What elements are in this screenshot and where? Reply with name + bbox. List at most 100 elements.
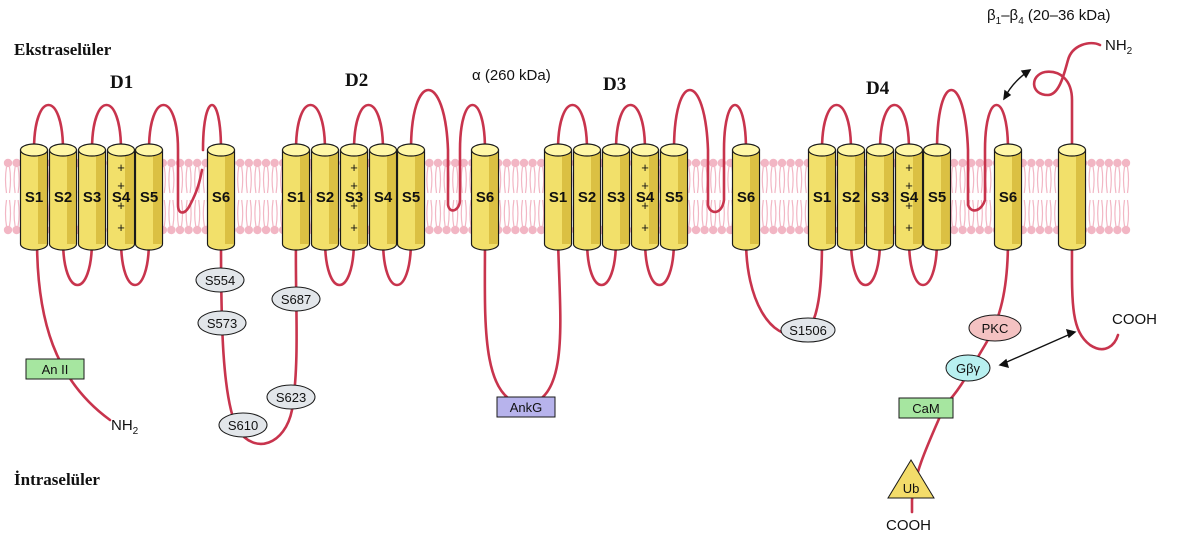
lipid-head	[270, 159, 278, 167]
lipid-head	[984, 226, 992, 234]
phospho-s610: S610	[219, 413, 267, 437]
lipid-head	[1105, 226, 1113, 234]
helix-label: S6	[999, 189, 1017, 206]
gbg-ellipse: Gβγ	[946, 355, 990, 381]
d2-d3-linker	[485, 240, 561, 405]
lipid-head	[778, 159, 786, 167]
lipid-tail	[436, 200, 441, 226]
helix-s1: S1	[283, 144, 310, 250]
lipid-tail	[255, 167, 260, 193]
lipid-tail	[1098, 200, 1103, 226]
lipid-tail	[246, 200, 251, 226]
lipid-tail	[960, 167, 965, 193]
lipid-head	[1105, 159, 1113, 167]
lipid-head	[245, 159, 253, 167]
arrowhead	[1004, 91, 1010, 99]
lipid-tail	[1089, 200, 1094, 226]
lipid-head	[451, 226, 459, 234]
helix-s5: S5	[398, 144, 425, 250]
lipid-head	[167, 159, 175, 167]
lipid-tail	[530, 200, 535, 226]
lipid-head	[1096, 226, 1104, 234]
lipid-head	[1027, 226, 1035, 234]
lipid-tail	[1046, 200, 1051, 226]
helix-label: S6	[212, 189, 230, 206]
helix-label: S1	[25, 189, 43, 206]
lipid-tail	[169, 167, 174, 193]
lipid-head	[1122, 226, 1130, 234]
phospho-s554: S554	[196, 268, 244, 292]
lipid-tail	[539, 167, 544, 193]
arrowhead	[1067, 330, 1075, 337]
lipid-tail	[1106, 200, 1111, 226]
cooh-alpha-label: COOH	[886, 517, 931, 534]
helix-s4: S4++++	[108, 144, 135, 250]
n-terminus-tail	[37, 240, 110, 420]
lipid-tail	[6, 167, 11, 193]
domain-label-d4: D4	[866, 78, 890, 99]
lipid-tail	[522, 200, 527, 226]
charge-plus: +	[117, 220, 125, 235]
lipid-head	[503, 159, 511, 167]
svg-text:PKC: PKC	[982, 321, 1009, 336]
lipid-tail	[788, 200, 793, 226]
lipid-head	[761, 159, 769, 167]
lipid-tail	[702, 200, 707, 226]
lipid-tail	[427, 200, 432, 226]
lipid-head	[511, 159, 519, 167]
helix-label: S3	[871, 189, 889, 206]
lipid-tail	[780, 167, 785, 193]
lipid-head	[511, 226, 519, 234]
lipid-tail	[461, 200, 466, 226]
lipid-head	[193, 159, 201, 167]
lipid-tail	[1089, 167, 1094, 193]
lipid-tail	[272, 200, 277, 226]
charge-plus: +	[905, 198, 913, 213]
lipid-head	[761, 226, 769, 234]
helix-s1: S1	[21, 144, 48, 250]
lipid-head	[700, 226, 708, 234]
helix-label: S4	[374, 189, 393, 206]
an2-box: An II	[26, 359, 84, 379]
lipid-head	[262, 226, 270, 234]
svg-text:S610: S610	[228, 418, 258, 433]
lipid-head	[460, 226, 468, 234]
lipid-head	[236, 159, 244, 167]
phospho-s1506: S1506	[781, 318, 835, 342]
lipid-head	[709, 226, 717, 234]
lipid-head	[1087, 159, 1095, 167]
svg-text:S623: S623	[276, 390, 306, 405]
lipid-tail	[762, 167, 767, 193]
lipid-head	[270, 226, 278, 234]
charge-plus: +	[350, 198, 358, 213]
lipid-tail	[264, 167, 269, 193]
lipid-tail	[513, 200, 518, 226]
charge-plus: +	[117, 160, 125, 175]
extracellular-label: Ekstraselüler	[14, 40, 112, 59]
lipid-tail	[788, 167, 793, 193]
lipid-head	[958, 159, 966, 167]
lipid-tail	[702, 167, 707, 193]
domain-label-d1: D1	[110, 72, 133, 93]
helix-label: S6	[476, 189, 494, 206]
lipid-head	[769, 159, 777, 167]
helix-s3: S3	[79, 144, 106, 250]
lipid-head	[692, 226, 700, 234]
lipid-tail	[453, 200, 458, 226]
lipid-tail	[977, 200, 982, 226]
charge-plus: +	[117, 178, 125, 193]
lipid-tail	[1124, 200, 1129, 226]
helix-s4: S4++++	[896, 144, 923, 250]
charge-plus: +	[905, 220, 913, 235]
lipid-head	[786, 159, 794, 167]
lipid-head	[503, 226, 511, 234]
lipid-head	[1087, 226, 1095, 234]
lipid-head	[976, 226, 984, 234]
lipid-head	[1096, 159, 1104, 167]
lipid-tail	[771, 167, 776, 193]
lipid-head	[958, 226, 966, 234]
lipid-head	[709, 159, 717, 167]
alpha-subunit-label: α (260 kDa)	[472, 67, 551, 84]
lipid-head	[451, 159, 459, 167]
